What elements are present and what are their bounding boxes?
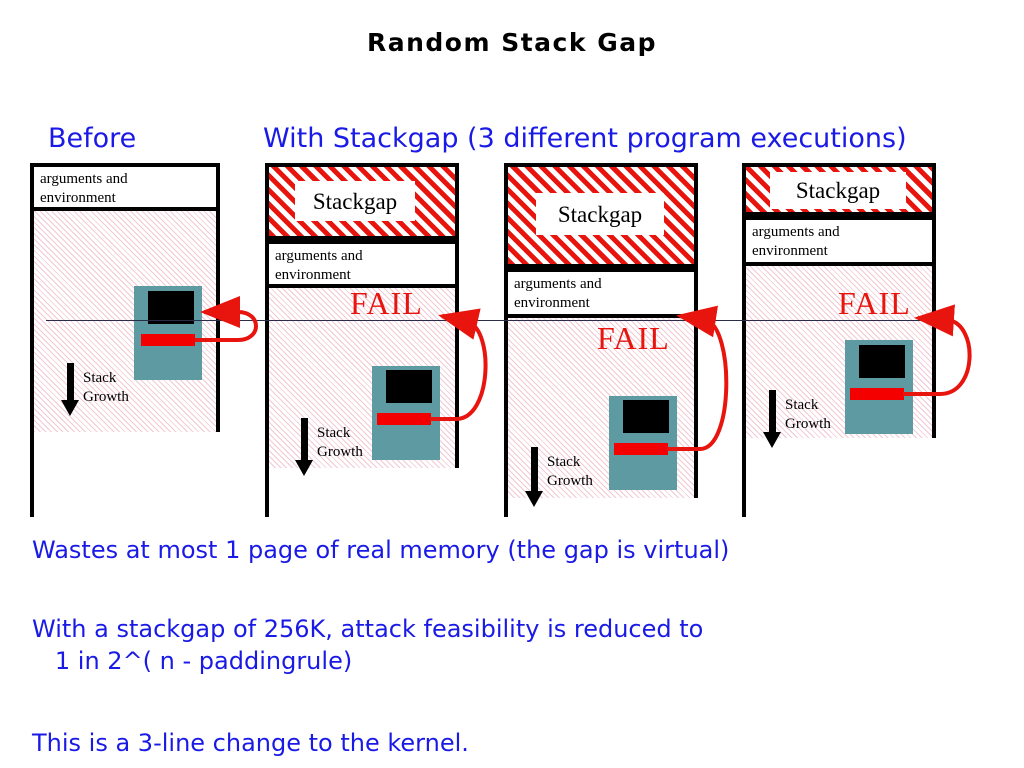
- bullet-2: With a stackgap of 256K, attack feasibil…: [32, 615, 704, 676]
- stack-rail-left-3: [504, 498, 508, 517]
- stackgap-label-3: Stackgap: [536, 193, 664, 235]
- bullet-3: This is a 3-line change to the kernel.: [32, 729, 469, 757]
- stack-rail-left-1: [30, 432, 34, 517]
- overflow-bar-1: [141, 334, 195, 346]
- return-address-block-1: [148, 291, 194, 324]
- overflow-bar-3: [614, 443, 668, 455]
- overflow-bar-2: [377, 413, 431, 425]
- stackgap-band-2: Stackgap: [265, 163, 459, 240]
- overflow-bar-4: [850, 388, 904, 400]
- heading-with-stackgap: With Stackgap (3 different program execu…: [263, 123, 907, 154]
- fail-label-2: FAIL: [350, 285, 423, 321]
- fail-label-3: FAIL: [597, 320, 670, 356]
- page-title: Random Stack Gap: [366, 28, 657, 57]
- heading-before: Before: [48, 123, 137, 154]
- stackgap-band-4: Stackgap: [742, 163, 936, 216]
- fail-label-4: FAIL: [838, 285, 911, 321]
- stack-base-reference-line: [46, 320, 924, 321]
- return-address-block-3: [623, 400, 669, 433]
- bullet-1: Wastes at most 1 page of real memory (th…: [32, 536, 730, 564]
- stackgap-label-2: Stackgap: [295, 181, 415, 221]
- stackgap-label-4: Stackgap: [770, 172, 906, 209]
- stack-rail-left-2: [265, 468, 269, 517]
- return-address-block-4: [859, 345, 905, 378]
- stackgap-band-3: Stackgap: [504, 163, 698, 268]
- stack-region-2: [265, 288, 459, 468]
- return-address-block-2: [386, 370, 432, 403]
- stack-rail-left-4: [742, 438, 746, 517]
